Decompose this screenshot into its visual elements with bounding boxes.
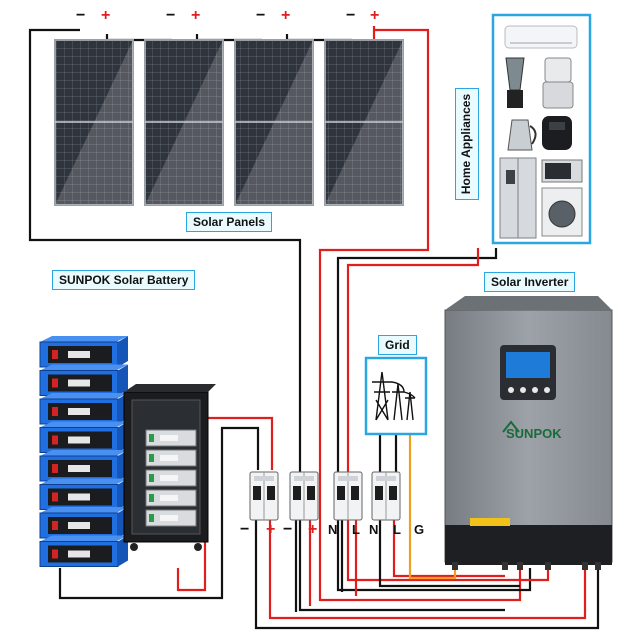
panel-4-positive: + (370, 7, 380, 24)
panel-3-positive: + (281, 7, 291, 24)
battery-module (39, 364, 128, 396)
panel-2-negative: − (166, 7, 176, 24)
food-processor-icon (542, 57, 574, 109)
ground-terminal: G (414, 522, 425, 537)
rack-battery-module (145, 469, 197, 487)
panel-3-negative: − (256, 7, 266, 24)
panel-2-positive: + (191, 7, 201, 24)
grid-tower-panel (364, 356, 428, 436)
inverter-terminals (452, 562, 601, 570)
appliance-pos-wire (346, 248, 550, 582)
grid-label: Grid (378, 335, 417, 355)
battery-module (39, 421, 128, 453)
battery-module (39, 478, 128, 510)
breaker-group (249, 471, 401, 521)
solar-panel (144, 39, 224, 206)
circuit-breaker (289, 471, 319, 521)
circuit-breaker (249, 471, 279, 521)
grid-line: L (393, 522, 401, 537)
warning-sticker (470, 518, 510, 526)
home-appliances-label: Home Appliances (455, 88, 479, 200)
battery-negative-wire (58, 426, 260, 600)
solar-panel (234, 39, 314, 206)
circuit-breaker (333, 471, 363, 521)
transmission-tower-icon (372, 371, 416, 421)
panel-positive-wire (318, 28, 522, 602)
battery-module (39, 535, 128, 567)
refrigerator-icon (499, 157, 537, 239)
battery-breaker-negative: − (240, 521, 250, 538)
ac-in-line: L (352, 522, 360, 537)
ac-out-n (378, 520, 520, 588)
solar-inverter: SUNPOK (444, 296, 613, 570)
battery-stack (39, 336, 128, 567)
rack-battery-module (145, 489, 197, 507)
panel-1-positive: + (101, 7, 111, 24)
air-conditioner-icon (504, 25, 578, 49)
solar-panel (54, 39, 134, 206)
blender-icon (505, 57, 525, 108)
panel-negative-wire (28, 28, 505, 612)
air-fryer-icon (542, 116, 572, 150)
sunpok-logo: SUNPOK (502, 420, 562, 441)
solar-panels-label: Solar Panels (186, 212, 273, 232)
circuit-breaker (371, 471, 401, 521)
microwave-icon (541, 159, 583, 183)
pv-breaker-positive: + (308, 521, 318, 538)
pv-breaker-negative: − (283, 521, 293, 538)
battery-pos-out (268, 520, 587, 620)
rack-battery-module (145, 509, 197, 527)
kettle-icon (507, 119, 537, 151)
washing-machine-icon (541, 187, 583, 237)
battery-neg-out (254, 520, 600, 630)
wiring (28, 26, 600, 630)
battery-breaker-positive: + (266, 521, 276, 538)
ac-out-l (392, 520, 505, 578)
rack-battery-module (145, 429, 197, 447)
inverter-label: Solar Inverter (484, 272, 576, 292)
solar-panel-array (54, 39, 404, 206)
grid-neutral: N (369, 522, 379, 537)
battery-module (39, 507, 128, 539)
panel-1-negative: − (76, 7, 86, 24)
svg-text:SUNPOK: SUNPOK (506, 426, 562, 441)
battery-label: SUNPOK Solar Battery (52, 270, 196, 290)
panel-4-negative: − (346, 7, 356, 24)
battery-module (39, 393, 128, 425)
battery-module (39, 450, 128, 482)
appliance-neg-wire (336, 248, 532, 592)
ground-wire (408, 432, 457, 580)
battery-module (39, 336, 128, 368)
battery-rack-cabinet (123, 384, 216, 551)
ac-in-neutral: N (328, 522, 338, 537)
rack-battery-module (145, 449, 197, 467)
solar-panel (324, 39, 404, 206)
home-appliances-panel (491, 13, 592, 245)
